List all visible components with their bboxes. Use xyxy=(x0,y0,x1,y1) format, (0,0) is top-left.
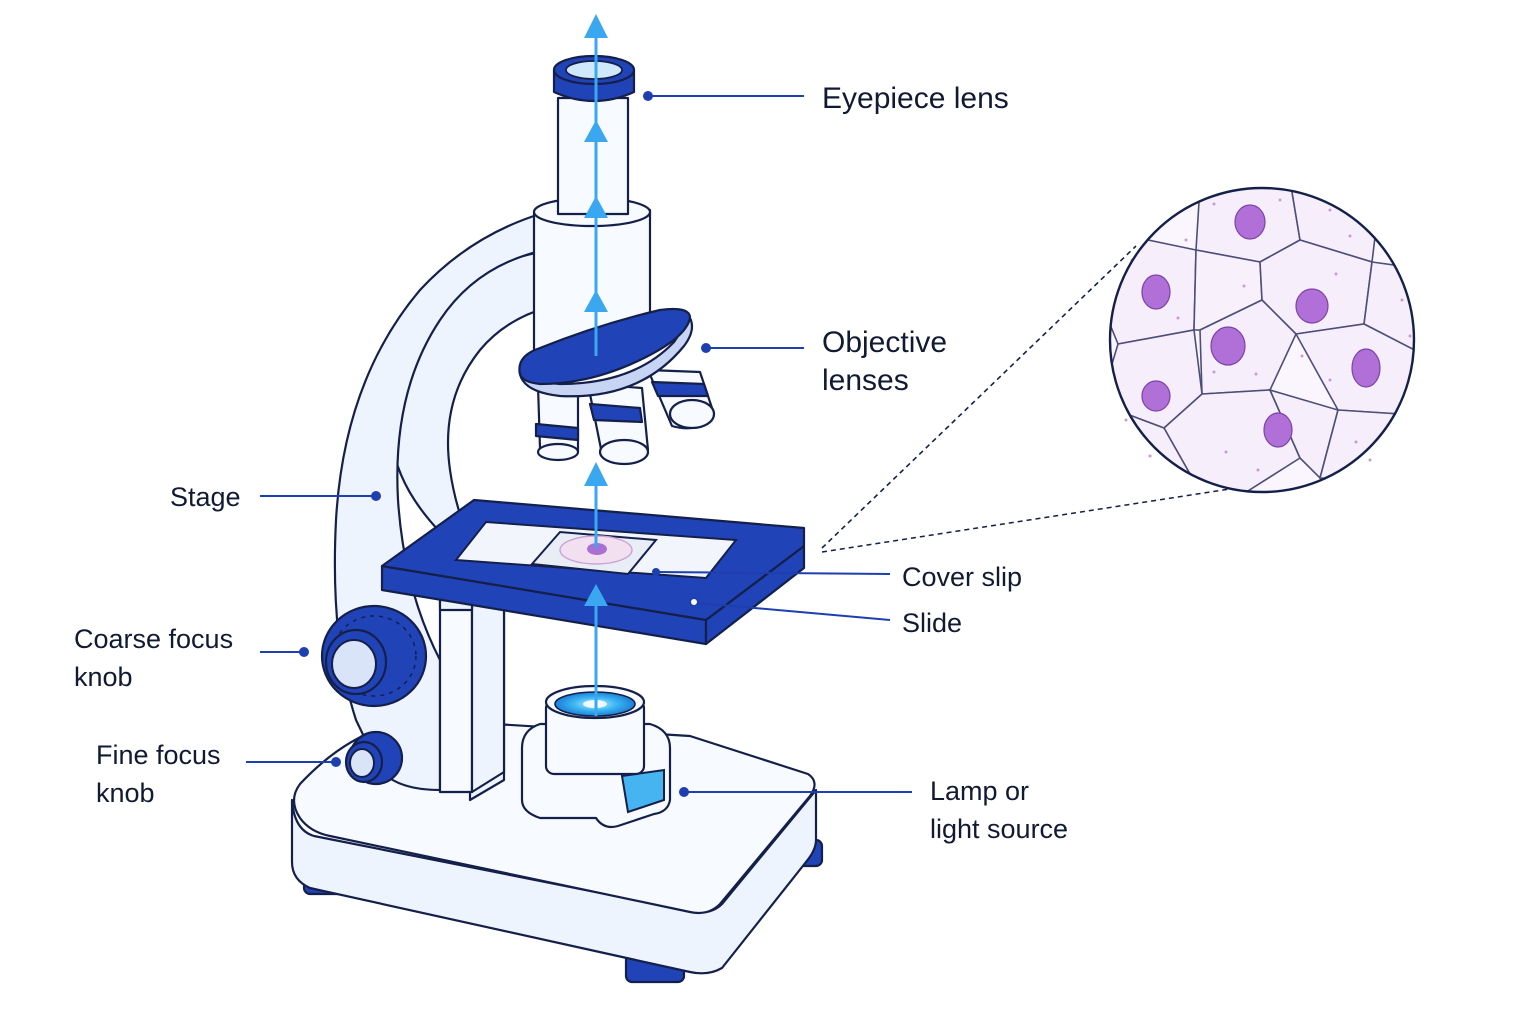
fine-knob xyxy=(344,730,404,786)
nosepiece xyxy=(518,307,716,466)
label-fine-line2: knob xyxy=(96,778,155,808)
label-objective-line2: lenses xyxy=(822,364,909,397)
light-ray-arrow xyxy=(584,196,608,218)
coarse-knob xyxy=(320,604,428,708)
nosepiece-turret xyxy=(518,307,692,386)
light-ray-arrow xyxy=(584,462,608,486)
label-slide: Slide xyxy=(902,608,962,638)
label-stage: Stage xyxy=(170,482,241,512)
pillar-side xyxy=(470,598,506,794)
light-ray-arrow xyxy=(584,290,608,312)
cell-granules xyxy=(1124,198,1412,472)
lamp xyxy=(520,684,672,829)
eyepiece-tube xyxy=(556,96,630,216)
label-coarse-line1: Coarse focus xyxy=(74,624,233,654)
stage-platform xyxy=(380,498,806,646)
label-lamp-line1: Lamp or xyxy=(930,776,1029,806)
light-ray-arrow xyxy=(584,120,608,142)
label-cover-slip: Cover slip xyxy=(902,562,1022,592)
objective-left xyxy=(534,384,580,462)
label-objective-line1: Objective xyxy=(822,326,947,359)
cell-nuclei xyxy=(1141,204,1381,448)
pillar-front xyxy=(438,598,474,794)
magnified-cells-circle xyxy=(821,186,1416,553)
label-eyepiece: Eyepiece lens xyxy=(822,82,1009,115)
specimen-nucleus xyxy=(587,543,607,555)
label-lamp-line2: light source xyxy=(930,814,1068,844)
light-ray-arrow xyxy=(584,584,608,606)
labels: Eyepiece lens Objective lenses Stage Cov… xyxy=(74,82,1068,844)
base-front-face xyxy=(290,788,818,975)
objective-right xyxy=(646,368,716,430)
label-coarse-line2: knob xyxy=(74,662,133,692)
label-fine-line1: Fine focus xyxy=(96,740,221,770)
objective-center xyxy=(586,382,650,466)
light-ray-arrow xyxy=(584,14,608,38)
light-rays xyxy=(584,14,608,716)
leader-lines xyxy=(246,91,912,797)
lamp-window xyxy=(620,768,665,814)
